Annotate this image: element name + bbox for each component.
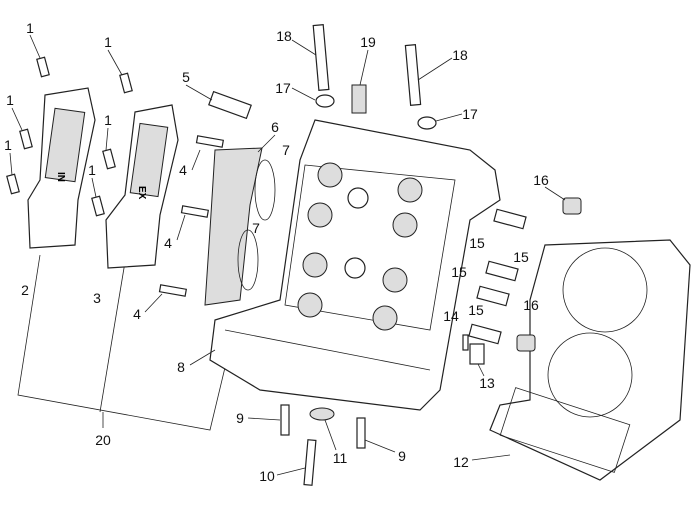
callout-4: 4 [179,162,187,178]
plug-11 [309,407,335,421]
bolt-10 [303,439,317,486]
callout-1: 1 [4,137,12,153]
washer-17a [315,94,335,108]
callout-7: 7 [252,220,260,236]
callout-15: 15 [469,235,485,251]
callout-1: 1 [104,112,112,128]
mark-ex: EX [136,186,147,200]
bolts-1 [6,56,133,217]
dowel-16a [562,197,582,215]
bolt-9b [356,417,366,449]
callout-9: 9 [398,448,406,464]
head-gasket-12 [489,239,691,481]
callout-10: 10 [259,468,275,484]
callout-13: 13 [479,375,495,391]
cylinder-head-8 [209,119,501,411]
bolt-18b [404,44,422,106]
callout-18: 18 [452,47,468,63]
callout-2: 2 [21,282,29,298]
camshaft-cap-intake-2: IN [27,87,96,249]
callout-17: 17 [462,106,478,122]
washer-17b [417,116,437,130]
callout-11: 11 [332,450,348,466]
bolt-9a [280,404,290,436]
callout-17: 17 [275,80,291,96]
callout-4: 4 [164,235,172,251]
o-ring-7 [254,159,276,221]
callout-1: 1 [88,162,96,178]
pin-14 [462,334,469,351]
bracket-20 [17,254,229,431]
camshaft-cap-exhaust-3: EX [105,104,179,269]
callout-6: 6 [271,119,279,135]
callout-19: 19 [360,34,376,50]
callout-16: 16 [533,172,549,188]
callout-15: 15 [513,249,529,265]
leader-lines [9,34,566,476]
bolt-18a [312,24,330,91]
mark-in: IN [55,172,66,182]
callout-14: 14 [443,308,459,324]
bolts-4 [158,135,225,297]
callout-12: 12 [453,454,469,470]
callout-4: 4 [133,306,141,322]
callout-16: 16 [523,297,539,313]
dowel-13 [469,343,485,365]
callout-3: 3 [93,290,101,306]
callout-5: 5 [182,69,190,85]
callout-15: 15 [468,302,484,318]
dowel-16b [516,334,536,352]
o-ring-7b [237,229,259,291]
callout-1: 1 [26,20,34,36]
callout-8: 8 [177,359,185,375]
dowels-15 [468,208,527,345]
callout-7: 7 [282,142,290,158]
sensor-19 [351,84,367,114]
callout-15: 15 [451,264,467,280]
callout-20: 20 [95,432,111,448]
callout-1: 1 [6,92,14,108]
callout-18: 18 [276,28,292,44]
sensor-5 [208,90,252,120]
callout-1: 1 [104,34,112,50]
callout-9: 9 [236,410,244,426]
